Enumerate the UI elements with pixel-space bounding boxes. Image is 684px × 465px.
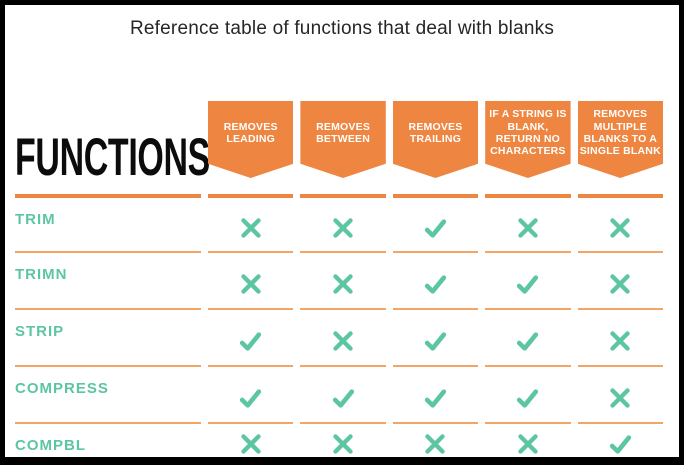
cross-icon: [333, 274, 353, 294]
column-header-cell: IF A STRING IS BLANK, RETURN NO CHARACTE…: [485, 53, 571, 188]
cross-icon: [240, 434, 261, 454]
column-header-cell: REMOVES TRAILING: [392, 53, 479, 188]
mark-cell: [485, 194, 571, 251]
mark-cell: [485, 365, 571, 422]
function-name: COMPRESS: [15, 365, 201, 422]
mark-cell: [392, 194, 479, 251]
mark-cell: [208, 365, 294, 422]
check-icon: [424, 331, 447, 351]
cross-icon: [240, 218, 261, 238]
column-header-cell: REMOVES BETWEEN: [300, 53, 386, 188]
page-title: Reference table of functions that deal w…: [129, 18, 555, 39]
mark-cell: [300, 194, 386, 251]
banner-removes-between: REMOVES BETWEEN: [300, 101, 386, 178]
mark-cell: [392, 308, 479, 365]
check-icon: [609, 434, 631, 454]
function-name: TRIM: [15, 194, 201, 251]
mark-cell: [300, 308, 386, 365]
check-icon: [517, 388, 539, 408]
check-icon: [332, 388, 354, 408]
banner-multiple-blanks-to-single: REMOVES MULTIPLE BLANKS TO A SINGLE BLAN…: [577, 101, 663, 178]
mark-cell: [208, 251, 294, 308]
check-icon: [240, 388, 262, 408]
cross-icon: [333, 434, 353, 454]
check-icon: [424, 218, 447, 238]
cross-icon: [425, 434, 446, 454]
check-icon: [517, 331, 539, 351]
functions-label: FUNCTIONS: [15, 128, 210, 187]
mark-cell: [300, 365, 386, 422]
mark-cell: [392, 251, 479, 308]
mark-cell: [577, 251, 663, 308]
row-header-functions: FUNCTIONS: [15, 53, 210, 194]
cross-icon: [518, 218, 538, 238]
check-icon: [517, 274, 539, 294]
mark-cell: [577, 308, 663, 365]
check-icon: [424, 274, 447, 294]
functions-table: FUNCTIONS REMOVES LEADING REMOVES BETWEE…: [15, 53, 663, 457]
cross-icon: [610, 331, 630, 351]
function-name: TRIMN: [15, 251, 201, 308]
banner-blank-returns-no-characters: IF A STRING IS BLANK, RETURN NO CHARACTE…: [485, 101, 571, 178]
mark-cell: [392, 365, 479, 422]
function-name: COMPBL: [15, 422, 201, 457]
check-icon: [240, 331, 262, 351]
cross-icon: [610, 388, 630, 408]
cross-icon: [518, 434, 538, 454]
mark-cell: [485, 422, 571, 457]
column-header-cell: REMOVES LEADING: [208, 53, 294, 188]
banner-removes-leading: REMOVES LEADING: [208, 101, 294, 178]
cross-icon: [240, 274, 261, 294]
mark-cell: [577, 365, 663, 422]
mark-cell: [485, 308, 571, 365]
cross-icon: [333, 331, 353, 351]
mark-cell: [485, 251, 571, 308]
mark-cell: [300, 251, 386, 308]
banner-removes-trailing: REMOVES TRAILING: [392, 101, 479, 178]
mark-cell: [577, 422, 663, 457]
check-icon: [424, 388, 447, 408]
mark-cell: [392, 422, 479, 457]
cross-icon: [333, 218, 353, 238]
mark-cell: [577, 194, 663, 251]
mark-cell: [208, 194, 294, 251]
cross-icon: [610, 274, 630, 294]
mark-cell: [208, 422, 294, 457]
function-name: STRIP: [15, 308, 201, 365]
cross-icon: [610, 218, 630, 238]
mark-cell: [300, 422, 386, 457]
mark-cell: [208, 308, 294, 365]
column-header-cell: REMOVES MULTIPLE BLANKS TO A SINGLE BLAN…: [577, 53, 663, 188]
